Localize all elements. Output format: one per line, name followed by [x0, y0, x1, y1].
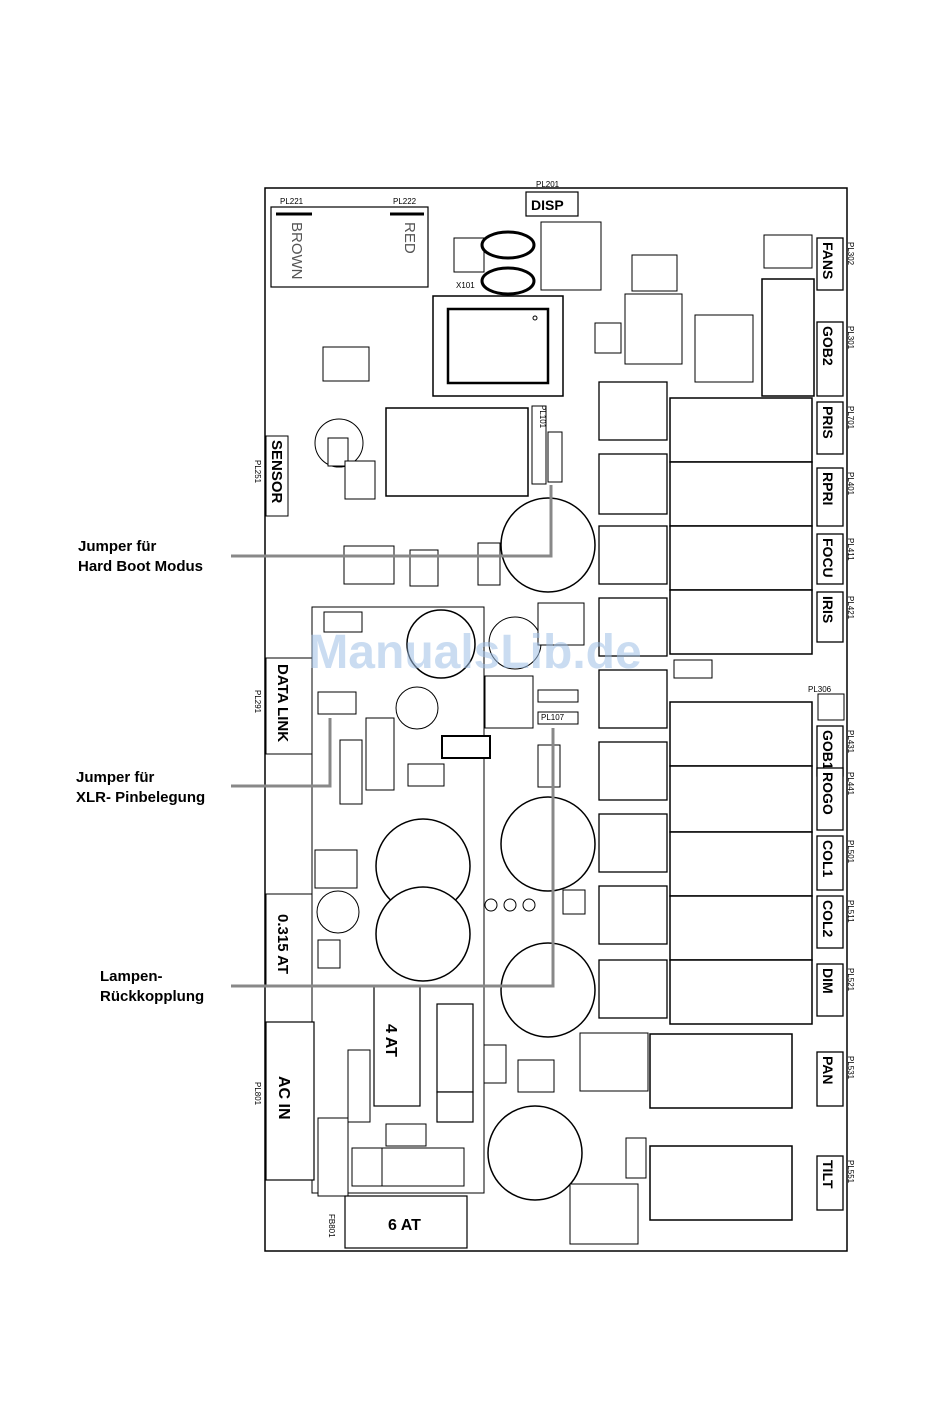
fuse-0315-holder: [265, 893, 313, 987]
connector-col1: [816, 835, 844, 891]
connector-label-dim: DIM: [820, 968, 836, 994]
red-label: RED: [401, 222, 418, 254]
fuse-4at: [373, 985, 421, 1107]
pl801-label: PL801: [253, 1082, 262, 1106]
ic307: [761, 278, 815, 397]
connector-label-rogo: ROGO: [820, 772, 836, 815]
connector-label-iris: IRIS: [820, 596, 836, 623]
driver-ic-column: [649, 397, 813, 1221]
connector-label-col2: COL2: [820, 900, 836, 938]
connector-ref-pl401: PL401: [846, 472, 855, 496]
watermark: ManualsLib.de: [308, 626, 641, 679]
lamp-leader: [231, 728, 555, 988]
pl222-label: PL222: [393, 197, 417, 206]
jumper-ref: PL101: [538, 405, 547, 429]
callout-xlr-line1: Jumper für: [76, 769, 155, 786]
fb801-label: FB801: [327, 1214, 336, 1238]
connector-ref-pl421: PL421: [846, 596, 855, 620]
x101-label: X101: [456, 281, 475, 290]
ac-in-label: AC IN: [275, 1076, 292, 1120]
ac-in-connector: [265, 1021, 315, 1181]
disp-label: DISP: [531, 197, 564, 213]
pl221-label: PL221: [280, 197, 304, 206]
connector-label-focu: FOCU: [820, 538, 836, 578]
pl306-label: PL306: [808, 685, 832, 694]
connector-ref-pl551: PL551: [846, 1160, 855, 1184]
connector-label-pris: PRIS: [820, 406, 836, 439]
connector-tilt: [816, 1155, 844, 1211]
pl251-label: PL251: [253, 460, 262, 484]
connector-ref-pl511: PL511: [846, 900, 855, 923]
fuse-0315-label: 0.315 AT: [274, 914, 291, 974]
callout-hard-boot-line1: Jumper für: [78, 538, 157, 555]
fuse-4at-label: 4 AT: [382, 1024, 399, 1057]
connector-ref-pl302: PL302: [846, 242, 855, 266]
data-link-label: DATA LINK: [274, 664, 291, 742]
connector-label-gob1: GOB1: [820, 730, 836, 770]
callout-xlr-line2: XLR- Pinbelegung: [76, 789, 206, 806]
disp-connector: [525, 191, 579, 217]
connector-ref-pl411: PL411: [846, 538, 855, 561]
small-ic-column: [598, 381, 668, 1019]
connector-label-rpri: RPRI: [820, 472, 836, 505]
data-link-connector: [265, 657, 313, 755]
connector-ref-pl501: PL501: [846, 840, 855, 864]
xlr-leader: [231, 718, 332, 788]
sensor-label: SENSOR: [268, 440, 285, 504]
connector-label-gob2: GOB2: [820, 326, 836, 366]
motor-connector: [270, 206, 429, 288]
disp-ref: PL201: [536, 180, 560, 189]
pl291-label: PL291: [253, 690, 262, 714]
connector-gob2: [816, 321, 844, 397]
connector-label-tilt: TILT: [820, 1160, 836, 1189]
callout-lines: [231, 485, 555, 988]
connector-label-pan: PAN: [820, 1056, 836, 1085]
connector-pris: [816, 401, 844, 455]
callout-lamp: Lampen- Rückkopplung: [100, 967, 204, 1007]
sensor-connector: [265, 435, 289, 517]
connector-ref-pl521: PL521: [846, 968, 855, 992]
connector-label-col1: COL1: [820, 840, 836, 878]
callout-lamp-line1: Lampen-: [100, 968, 163, 985]
connector-pan: [816, 1051, 844, 1107]
fuse-6at: [344, 1195, 468, 1249]
hard-boot-leader: [231, 485, 553, 558]
callout-hard-boot-line2: Hard Boot Modus: [78, 558, 203, 575]
connector-iris: [816, 591, 844, 643]
connector-fans: [816, 237, 844, 291]
connector-ref-pl531: PL531: [846, 1056, 855, 1080]
connector-col2: [816, 895, 844, 949]
connector-ref-pl441: PL441: [846, 772, 855, 796]
connector-rogo: [816, 767, 844, 831]
callout-hard-boot: Jumper für Hard Boot Modus: [78, 537, 203, 577]
callout-xlr: Jumper für XLR- Pinbelegung: [76, 768, 205, 808]
brown-label: BROWN: [288, 222, 305, 280]
connector-label-fans: FANS: [820, 242, 836, 279]
connector-rpri: [816, 467, 844, 527]
connector-ref-pl431: PL431: [846, 730, 855, 754]
pl107-label: PL107: [541, 713, 565, 722]
connector-ref-pl301: PL301: [846, 326, 855, 350]
connector-focu: [816, 533, 844, 585]
connector-dim: [816, 963, 844, 1017]
connector-ref-pl701: PL701: [846, 406, 855, 430]
fuse-6at-label: 6 AT: [388, 1217, 421, 1234]
callout-lamp-line2: Rückkopplung: [100, 988, 205, 1005]
